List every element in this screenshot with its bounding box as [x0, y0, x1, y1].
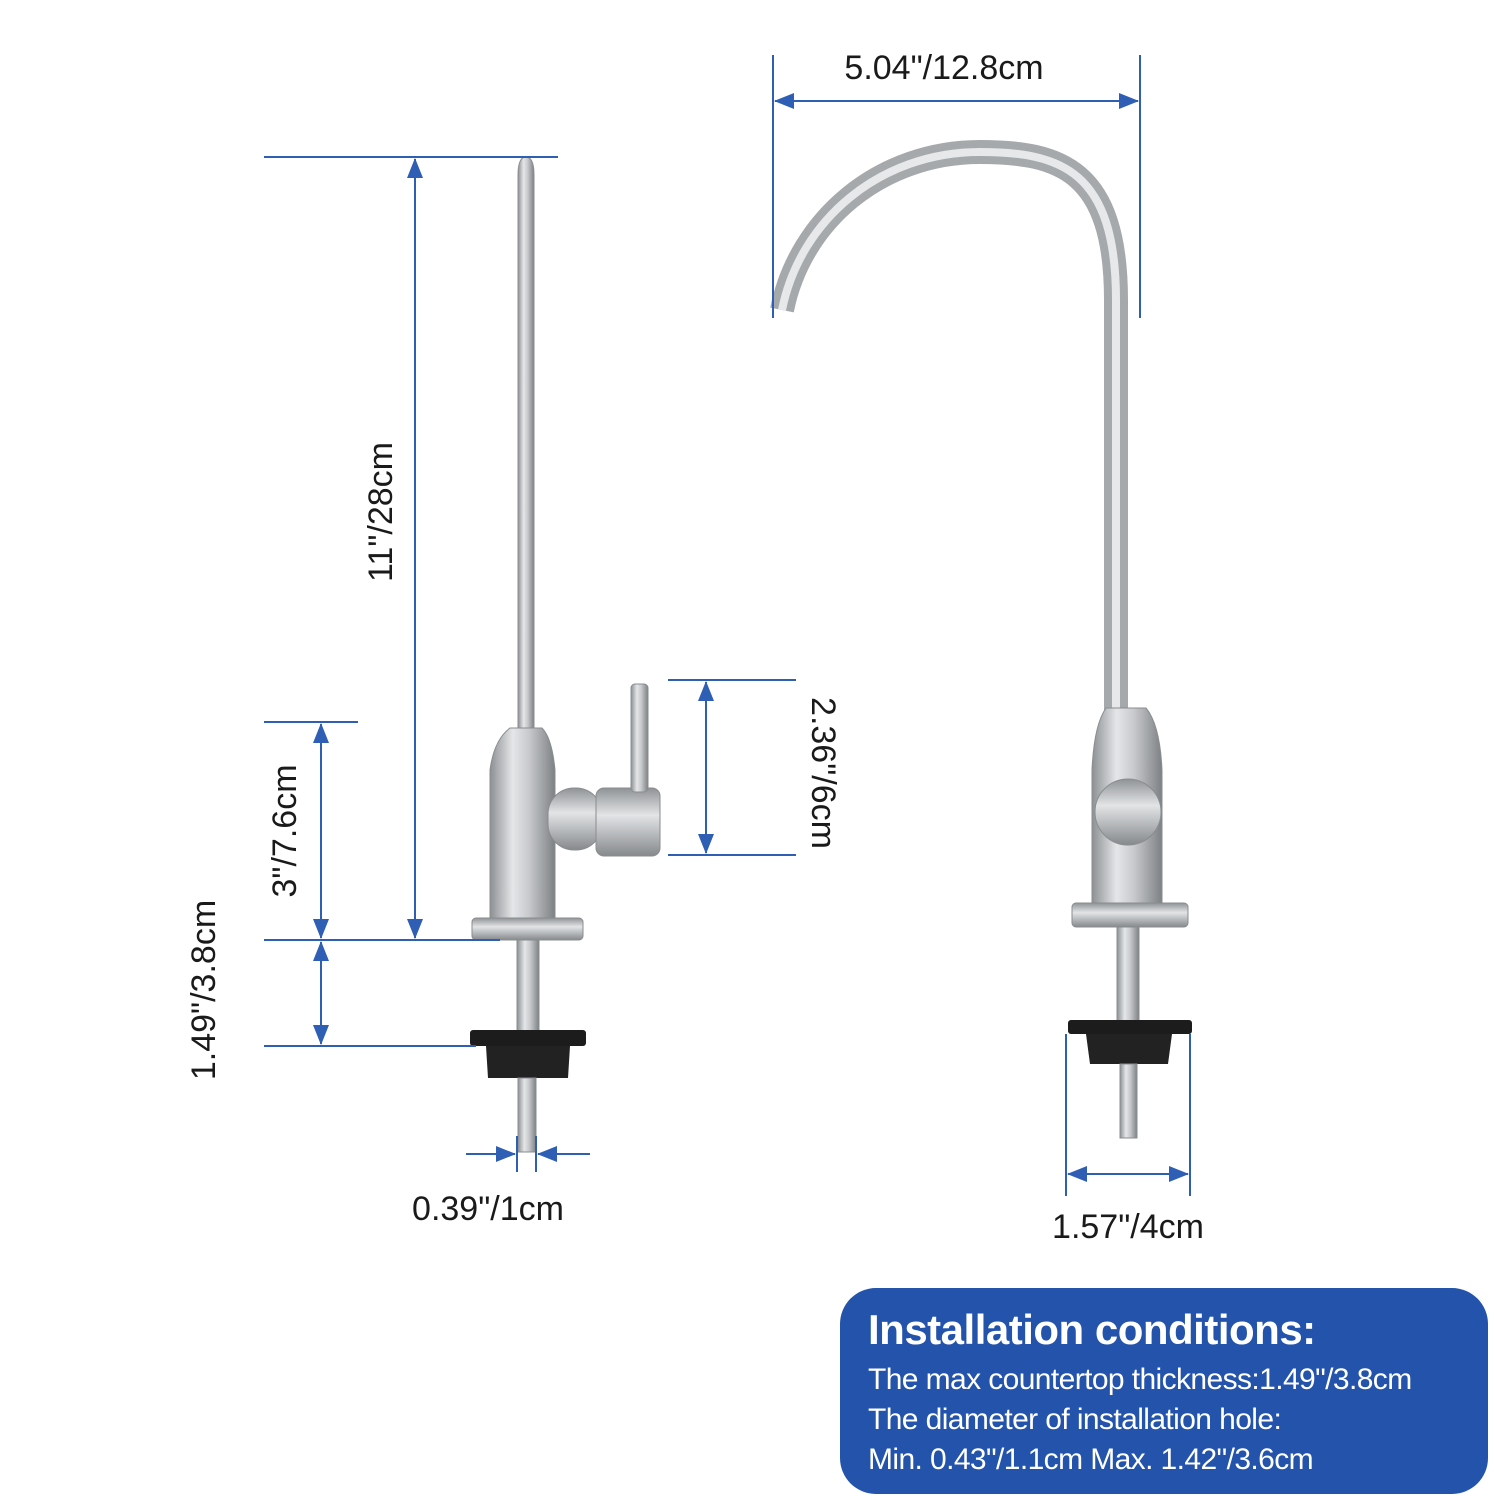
side-view-mounting-nut — [486, 1046, 570, 1078]
side-view-handle-lever — [630, 683, 649, 793]
front-view-mounting-nut — [1086, 1034, 1172, 1064]
front-view-threaded-shank — [1116, 926, 1140, 1023]
spout-reach-label: 5.04"/12.8cm — [844, 49, 1043, 87]
side-view-handle-sleeve — [595, 787, 661, 857]
side-view-threaded-shank — [516, 939, 540, 1033]
countertop-thickness-label: 1.49"/3.8cm — [185, 900, 223, 1080]
handle-height-label: 2.36"/6cm — [804, 697, 842, 849]
side-view-faucet — [470, 156, 661, 1153]
installation-conditions-panel: Installation conditions: The max counter… — [840, 1288, 1488, 1494]
side-view-body — [489, 727, 556, 921]
installation-conditions-title: Installation conditions: — [868, 1306, 1316, 1353]
front-view-handle-cap — [1094, 778, 1162, 846]
max-countertop-thickness-text: The max countertop thickness:1.49"/3.8cm — [868, 1363, 1412, 1396]
total-height-label: 11"/28cm — [362, 442, 400, 582]
front-view-spout — [770, 139, 1128, 740]
side-view-spout — [517, 156, 535, 731]
front-view-base-plate — [1071, 902, 1189, 928]
outlet-diameter-label: 0.39"/1cm — [412, 1190, 564, 1228]
front-view-spout-highlight — [778, 147, 1120, 740]
side-view-washer — [470, 1030, 586, 1046]
side-view-base-plate — [471, 917, 584, 941]
front-view-outlet-tube — [1119, 1063, 1138, 1139]
nut-width-label: 1.57"/4cm — [1052, 1208, 1204, 1246]
front-view-faucet — [770, 139, 1192, 1139]
base-height-label: 3"/7.6cm — [266, 764, 304, 897]
installation-hole-range-text: Min. 0.43"/1.1cm Max. 1.42"/3.6cm — [868, 1443, 1314, 1476]
front-view-washer — [1068, 1020, 1192, 1034]
side-view-handle-hub — [547, 787, 603, 851]
installation-hole-diameter-heading: The diameter of installation hole: — [868, 1403, 1282, 1436]
side-view-outlet-tube — [517, 1077, 537, 1153]
dimension-lines — [264, 55, 1191, 1196]
